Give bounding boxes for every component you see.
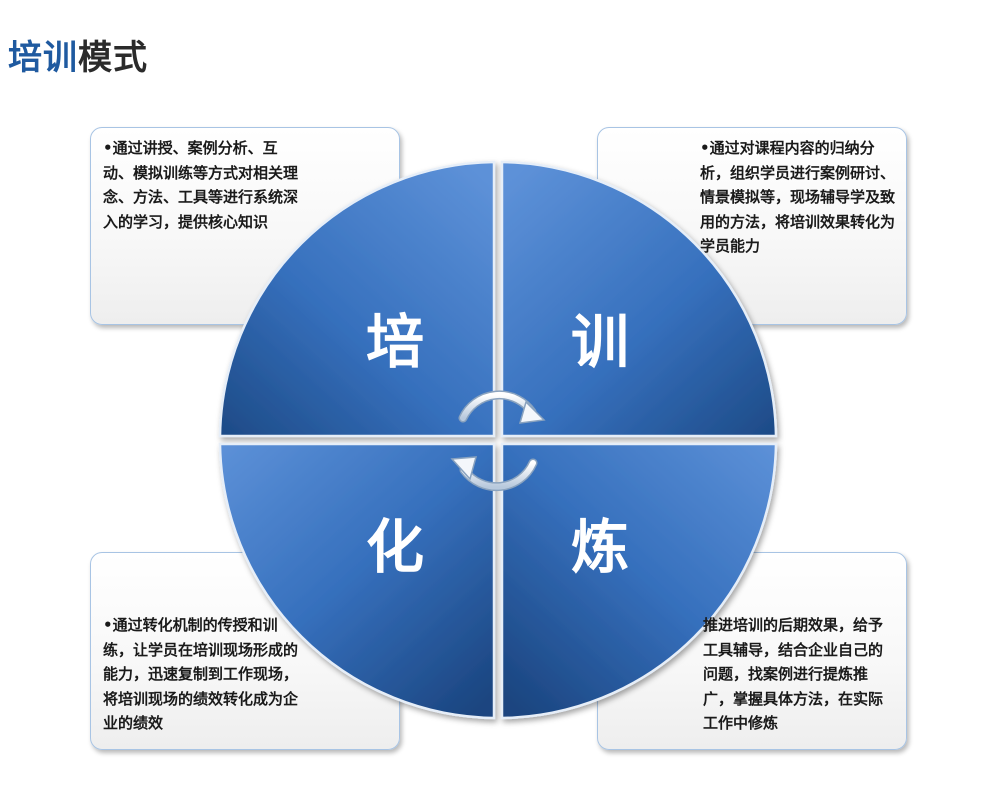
circular-arrows-icon — [450, 390, 546, 492]
quadrant-char-lian: 炼 — [571, 513, 629, 581]
quadrant-top-left — [218, 160, 496, 438]
description-lian: 推进培训的后期效果，给予工具辅导，结合企业自己的问题，找案例进行提炼推广，掌握具… — [703, 616, 884, 732]
page-title: 培训模式 — [8, 30, 148, 79]
quadrant-bottom-left — [218, 442, 496, 720]
quadrant-char-pei: 培 — [366, 308, 424, 376]
title-part1: 培训 — [8, 38, 78, 78]
quadrant-bottom-right — [500, 442, 778, 720]
description-xun: •通过对课程内容的归纳分析，组织学员进行案例研讨、情景模拟等，现场辅导学及致用的… — [700, 139, 896, 255]
description-pei: •通过讲授、案例分析、互动、模拟训练等方式对相关理念、方法、工具等进行系统深入的… — [103, 139, 299, 231]
title-part2: 模式 — [78, 38, 148, 78]
quadrant-char-xun: 训 — [571, 308, 629, 376]
description-hua: •通过转化机制的传授和训练，让学员在培训现场形成的能力，迅速复制到工作现场，将培… — [103, 616, 299, 732]
quadrant-top-right — [500, 160, 778, 438]
quadrant-char-hua: 化 — [366, 513, 424, 581]
